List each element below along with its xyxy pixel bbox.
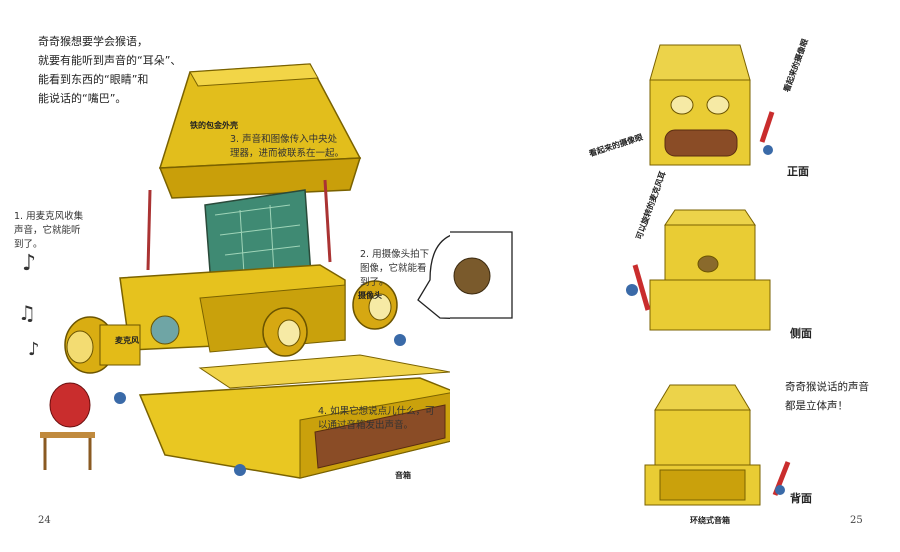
svg-text:♪: ♪ — [28, 339, 40, 360]
intro-line: 就要有能听到声音的“耳朵”、 — [38, 54, 182, 67]
intro-line: 能看到东西的“眼睛”和 — [38, 73, 149, 86]
page-number-left: 24 — [38, 515, 51, 526]
intro-line: 能说话的“嘴巴”。 — [38, 92, 127, 105]
intro-line: 奇奇猴想要学会猴语， — [38, 35, 148, 48]
note-mic: 1. 用麦克风收集声音，它就能听到了。 — [14, 211, 84, 250]
label-speaker: 音箱 — [395, 471, 411, 480]
note-speaker: 4. 如果它想说点儿什么，可以通过音箱发出声音。 — [318, 406, 435, 431]
stereo-quote-line: 都是立体声！ — [785, 400, 848, 412]
right-page: 看起来的摄像眼 看起来的摄像眼 可以旋转的麦克风耳 环绕式音箱 正面 侧面 背面… — [450, 0, 900, 552]
robot-illustration: ♪ ♫ ♪ — [18, 63, 450, 479]
note-surround-speaker: 环绕式音箱 — [690, 516, 730, 525]
label-back-view: 背面 — [790, 492, 812, 505]
label-mic: 麦克风 — [115, 336, 139, 345]
note-camera: 2. 用摄像头拍下图像，它就能看到了。 — [360, 249, 430, 288]
svg-text:♫: ♫ — [18, 301, 36, 325]
label-front-view: 正面 — [787, 165, 809, 178]
left-page: 奇奇猴想要学会猴语， 就要有能听到声音的“耳朵”、 能看到东西的“眼睛”和 能说… — [14, 32, 450, 526]
label-camera: 摄像头 — [358, 291, 382, 300]
page-number-right: 25 — [850, 515, 863, 526]
stereo-quote-line: 奇奇猴说话的声音 — [785, 381, 869, 393]
svg-text:♪: ♪ — [22, 251, 36, 276]
stereo-quote: 奇奇猴说话的声音 都是立体声！ — [785, 378, 869, 416]
label-shell: 铁的包金外壳 — [190, 121, 238, 130]
robot-views — [450, 44, 791, 506]
intro-text: 奇奇猴想要学会猴语， 就要有能听到声音的“耳朵”、 能看到东西的“眼睛”和 能说… — [38, 32, 218, 108]
note-cpu: 3. 声音和图像传入中央处理器，进而被联系在一起。 — [230, 134, 345, 159]
label-side-view: 侧面 — [790, 327, 812, 340]
